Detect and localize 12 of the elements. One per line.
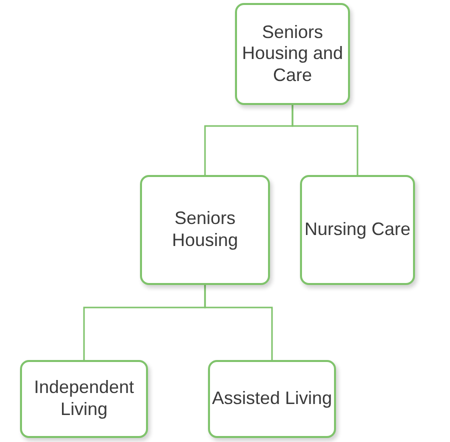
connector-line (292, 105, 358, 175)
category-box (208, 360, 336, 438)
box-label: Independent Living (32, 377, 136, 421)
connector-line (204, 285, 273, 360)
category-box (140, 175, 270, 285)
box-label: Nursing Care (304, 219, 411, 241)
box-label: Seniors Housing and Care (240, 22, 344, 86)
box-label: Seniors Housing (170, 208, 240, 252)
category-box (235, 3, 350, 105)
category-box (300, 175, 415, 285)
category-box (20, 360, 148, 438)
box-label: Assisted Living (212, 388, 332, 410)
